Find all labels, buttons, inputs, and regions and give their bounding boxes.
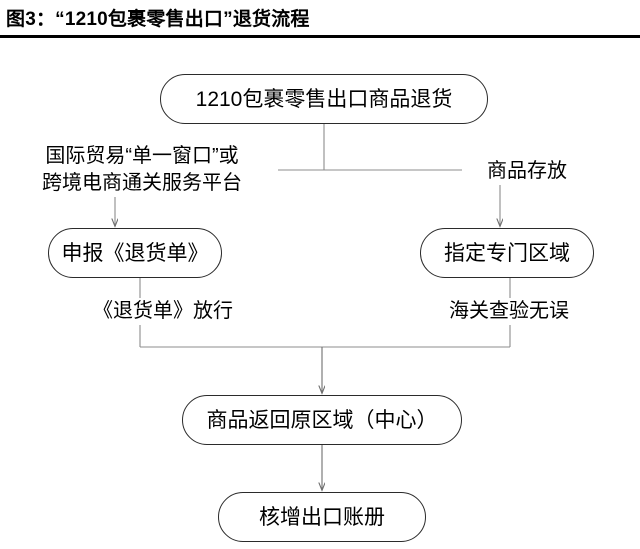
edge-label-goods-storage: 商品存放 <box>462 158 592 185</box>
flow-node-increase-export-ledger[interactable]: 核增出口账册 <box>218 492 426 542</box>
edge-label-return-form-release: 《退货单》放行 <box>58 298 268 325</box>
flow-node-designated-area[interactable]: 指定专门区域 <box>420 228 594 278</box>
flow-node-start[interactable]: 1210包裹零售出口商品退货 <box>160 74 488 124</box>
flow-node-goods-return-origin[interactable]: 商品返回原区域（中心） <box>182 395 462 445</box>
title-divider <box>0 35 640 38</box>
edge-label-single-window-line2: 跨境电商通关服务平台 <box>42 172 242 194</box>
flow-node-declare-return-form[interactable]: 申报《退货单》 <box>48 228 222 278</box>
edge-label-customs-inspection: 海关查验无误 <box>424 298 594 325</box>
edge-label-single-window: 国际贸易“单一窗口”或 跨境电商通关服务平台 <box>6 143 278 197</box>
edge-label-single-window-line1: 国际贸易“单一窗口”或 <box>45 145 239 167</box>
page-title: 图3：“1210包裹零售出口”退货流程 <box>6 9 310 30</box>
